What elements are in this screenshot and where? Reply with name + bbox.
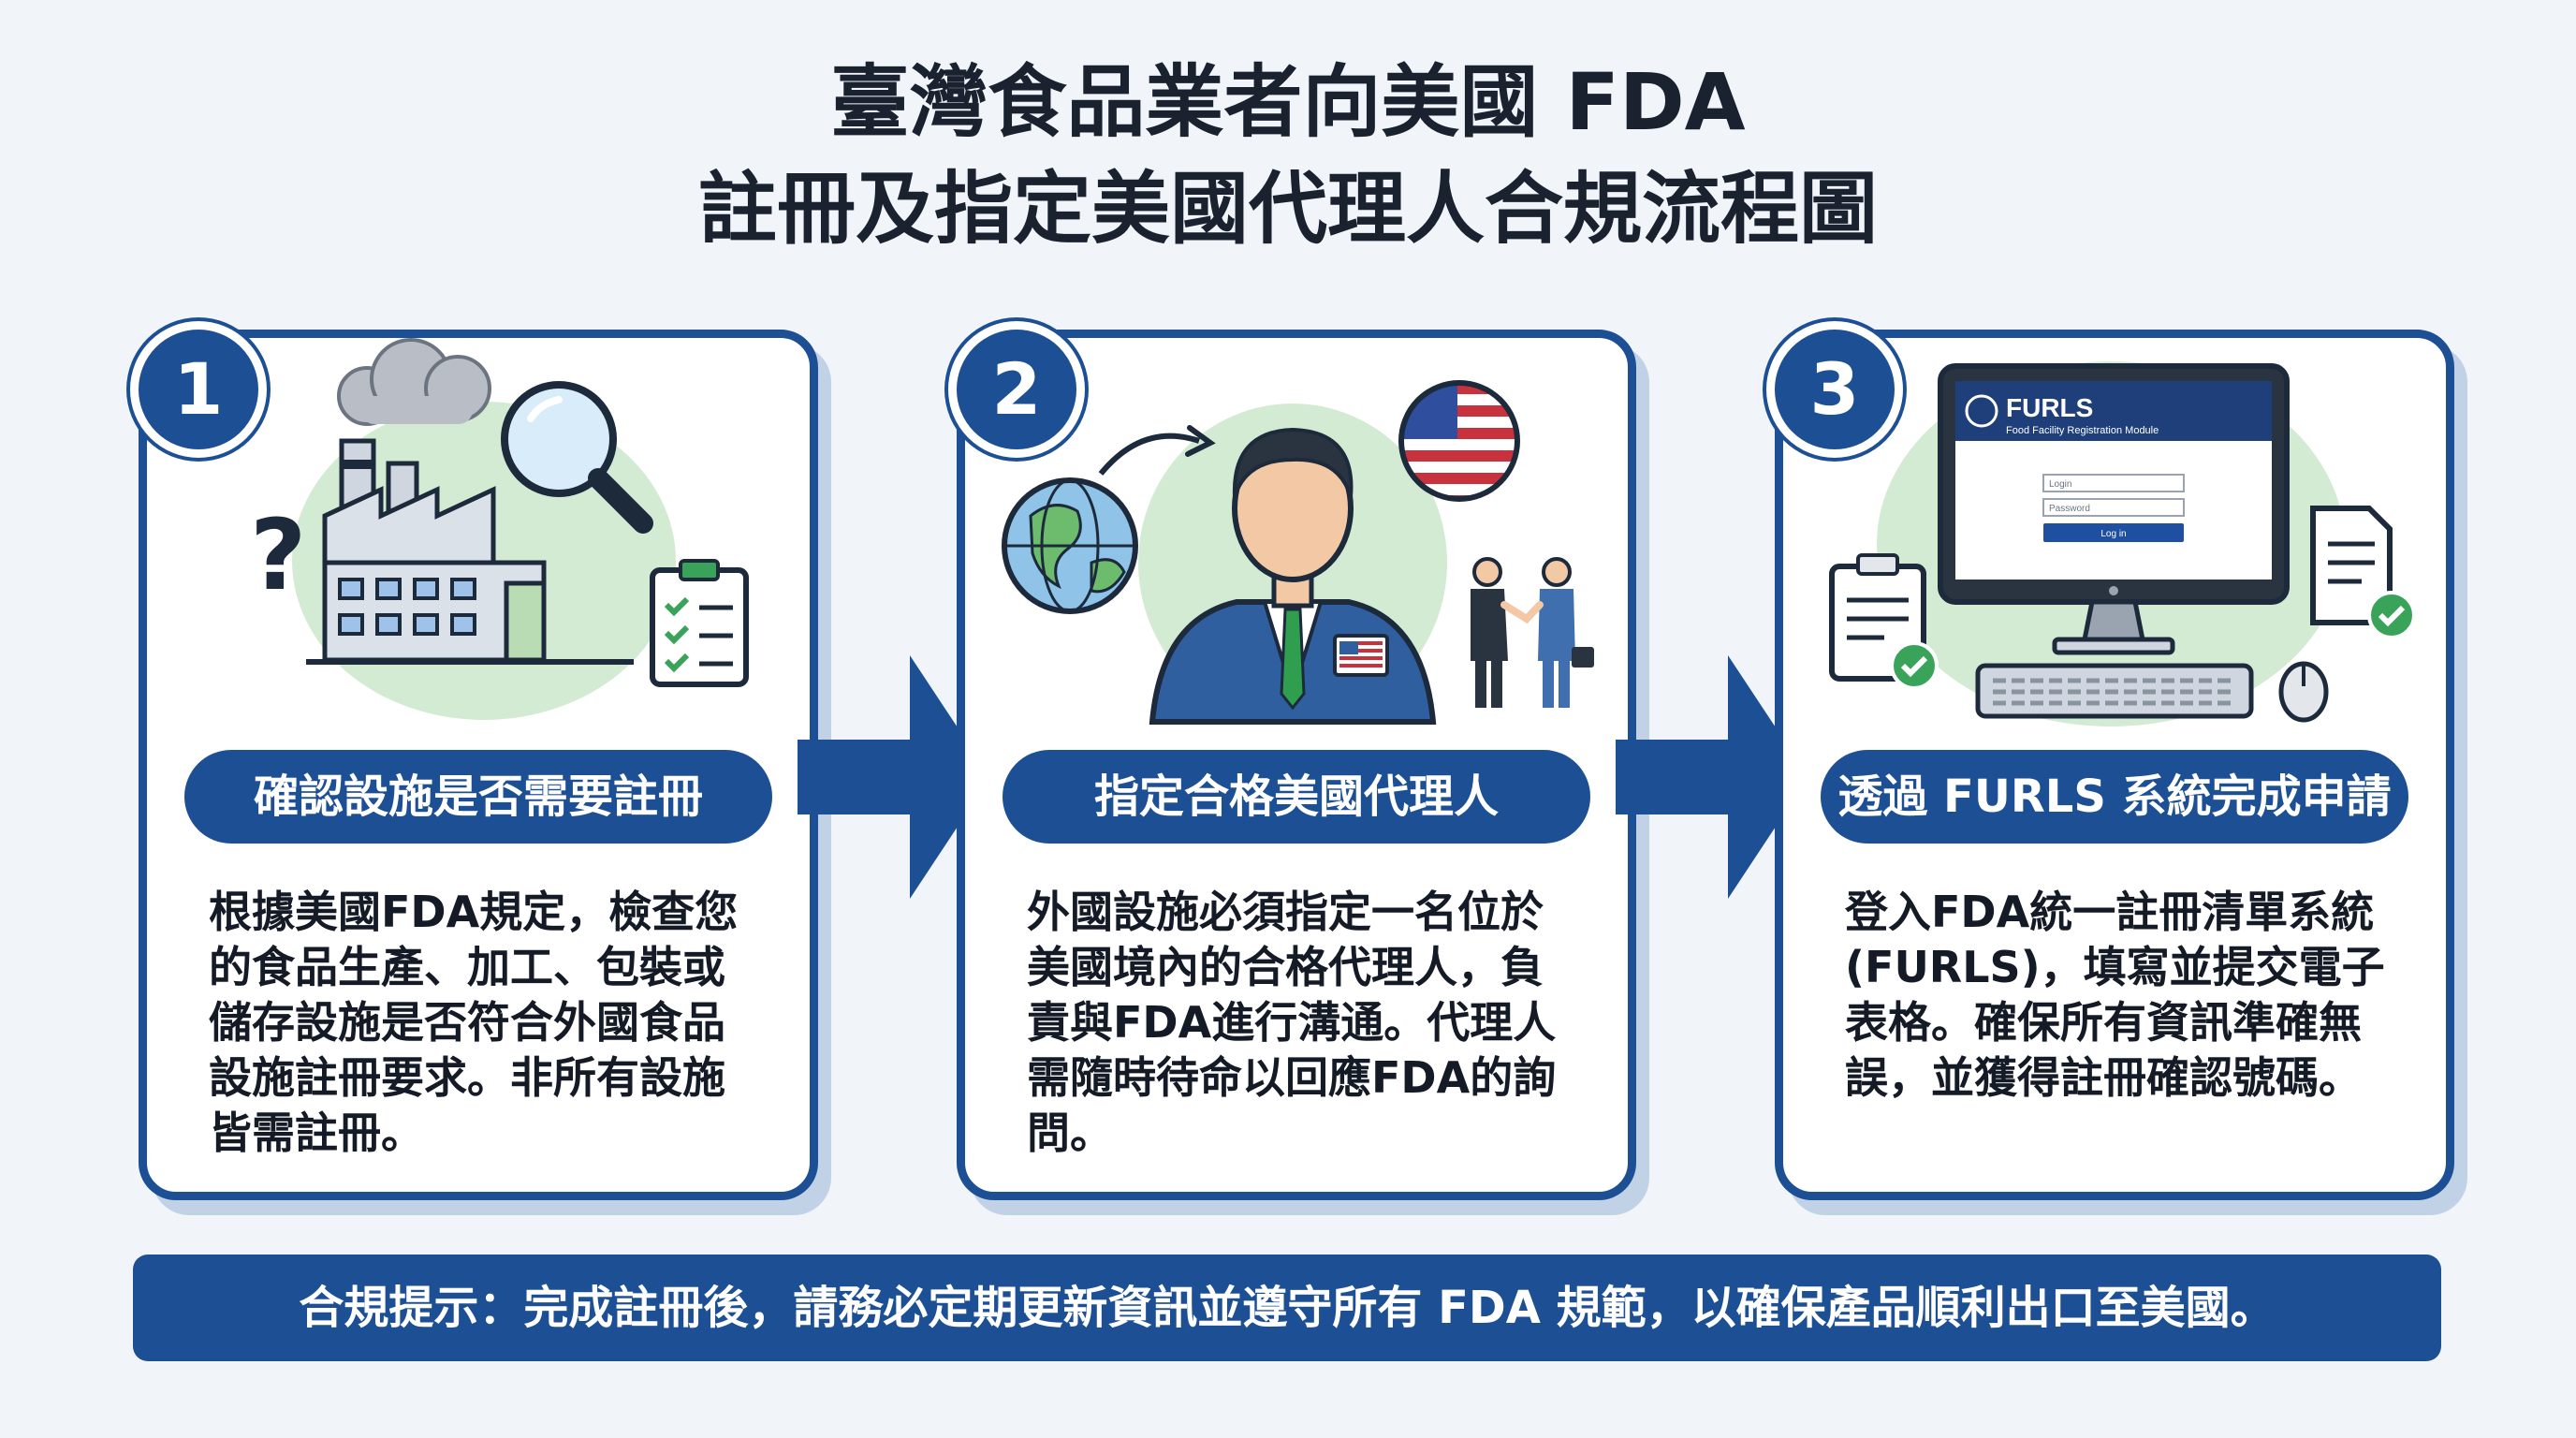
smoke-cloud-icon [337,338,491,426]
furls-login-button: Log in [2100,529,2126,539]
clipboard-check-icon [1829,553,1939,690]
question-mark: ? [250,498,306,612]
title-line-1: 臺灣食品業者向美國 FDA [830,56,1746,148]
furls-password-field: Password [2049,504,2090,514]
keyboard-icon [1975,663,2254,719]
furls-screen-title: FURLS [2006,393,2093,422]
step-3-illustration: FURLS Food Facility Registration Module … [1829,361,2416,726]
flow-arrow-1 [798,655,990,899]
step-card-1: 1 ? [130,321,818,1200]
title-line-2: 註冊及指定美國代理人合規流程圖 [697,163,1878,255]
step-1-description: 根據美國FDA規定，檢查您的食品生產、加工、包裝或儲存設施是否符合外國食品設施註… [209,887,739,1158]
step-number-badge: 3 [1766,321,1903,458]
furls-screen-subtitle: Food Facility Registration Module [2006,425,2159,436]
agent-person-icon [1149,427,1437,725]
globe-icon [1002,477,1138,614]
step-3-heading: 透過 FURLS 系統完成申請 [1821,750,2408,844]
step-1-heading: 確認設施是否需要註冊 [184,750,772,844]
mouse-icon [2278,661,2329,723]
step-card-2: 2 [948,321,1636,1200]
step-2-description: 外國設施必須指定一名位於美國境內的合格代理人，負責與FDA進行溝通。代理人需隨時… [1027,887,1557,1158]
step-card-3: 3 FURLS Food Facility Registration Modul… [1766,321,2454,1200]
magnifier-icon [501,381,653,534]
step-number-badge: 1 [130,321,267,458]
step-1-illustration: ? [250,338,749,720]
furls-login-field: Login [2049,479,2071,490]
checklist-icon [650,559,749,687]
page-title: 臺灣食品業者向美國 FDA 註冊及指定美國代理人合規流程圖 [0,49,2576,262]
factory-icon [306,438,634,665]
compliance-tip-banner: 合規提示：完成註冊後，請務必定期更新資訊並遵守所有 FDA 規範，以確保產品順利… [133,1255,2441,1361]
computer-monitor-icon: FURLS Food Facility Registration Module … [1938,363,2290,655]
document-check-icon [2310,506,2416,639]
step-3-description: 登入FDA統一註冊清單系統(FURLS)，填寫並提交電子表格。確保所有資訊準確無… [1845,887,2385,1103]
handshake-icon [1471,557,1594,708]
flow-arrow-2 [1616,655,1808,899]
step-2-illustration [1002,380,1594,725]
step-number-badge: 2 [948,321,1085,458]
step-2-heading: 指定合格美國代理人 [1003,750,1590,844]
